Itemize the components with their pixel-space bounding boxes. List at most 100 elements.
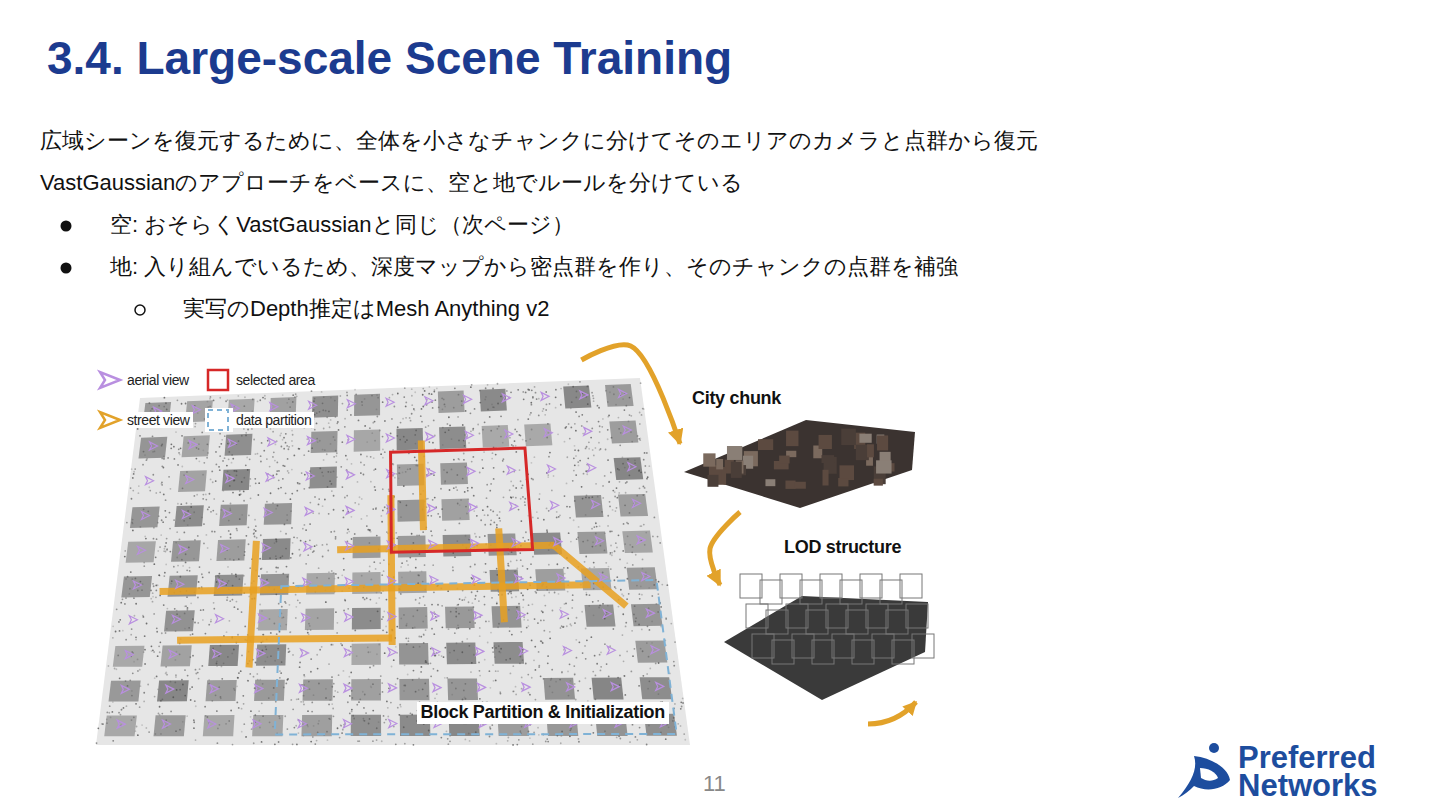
point <box>163 494 165 496</box>
point <box>364 425 366 427</box>
point <box>534 618 536 620</box>
point <box>488 670 490 672</box>
point <box>489 687 491 689</box>
point <box>164 572 166 574</box>
point <box>114 668 116 670</box>
point <box>302 701 304 703</box>
point <box>593 397 595 399</box>
point <box>570 541 572 543</box>
point <box>430 662 432 664</box>
point <box>161 713 163 715</box>
point <box>249 485 251 487</box>
point <box>284 601 286 603</box>
point <box>473 495 475 497</box>
point <box>291 440 293 442</box>
point <box>237 677 239 679</box>
point <box>457 416 459 418</box>
point <box>286 566 288 568</box>
point <box>165 632 167 634</box>
point <box>642 408 644 410</box>
point <box>385 626 387 628</box>
point <box>166 538 168 540</box>
point <box>286 679 288 681</box>
point <box>321 391 323 393</box>
point <box>582 652 584 654</box>
point <box>546 529 548 531</box>
point <box>411 395 413 397</box>
point <box>681 706 683 708</box>
point <box>549 637 551 639</box>
point <box>490 524 492 526</box>
point <box>126 522 128 524</box>
point <box>586 446 588 448</box>
point <box>574 445 576 447</box>
point <box>342 729 344 731</box>
point <box>608 566 610 568</box>
point <box>358 419 360 421</box>
point <box>208 624 210 626</box>
logo-dot <box>1209 743 1219 753</box>
point <box>369 529 371 531</box>
point <box>491 724 493 726</box>
point <box>152 596 154 598</box>
point <box>491 458 493 460</box>
point <box>626 598 628 600</box>
point <box>124 550 126 552</box>
point <box>132 672 134 674</box>
point <box>325 601 327 603</box>
point <box>452 570 454 572</box>
point <box>567 567 569 569</box>
point <box>135 703 137 705</box>
point <box>390 433 392 435</box>
point <box>316 544 318 546</box>
point <box>291 469 293 471</box>
point <box>512 665 514 667</box>
point <box>578 738 580 740</box>
point <box>165 499 167 501</box>
point <box>554 592 556 594</box>
point <box>373 457 375 459</box>
point <box>425 629 427 631</box>
point <box>623 660 625 662</box>
point <box>446 730 448 732</box>
point <box>150 598 152 600</box>
point <box>147 684 149 686</box>
point <box>452 566 454 568</box>
point <box>343 670 345 672</box>
point <box>428 441 430 443</box>
point <box>135 639 137 641</box>
point <box>586 421 588 423</box>
point <box>611 554 613 556</box>
point <box>680 701 682 703</box>
point <box>292 743 294 745</box>
point <box>660 606 662 608</box>
point <box>283 437 285 439</box>
point <box>272 456 274 458</box>
point <box>547 662 549 664</box>
point <box>351 538 353 540</box>
point <box>263 450 265 452</box>
point <box>155 585 157 587</box>
point <box>507 565 509 567</box>
point <box>366 455 368 457</box>
point <box>232 599 234 601</box>
point <box>489 490 491 492</box>
point <box>462 424 464 426</box>
point <box>585 658 587 660</box>
point <box>299 661 301 663</box>
point <box>490 483 492 485</box>
point <box>369 599 371 601</box>
point <box>159 641 161 643</box>
point <box>166 674 168 676</box>
point <box>503 496 505 498</box>
point <box>521 487 523 489</box>
point <box>366 515 368 517</box>
point <box>527 418 529 420</box>
point <box>370 481 372 483</box>
point <box>161 465 163 467</box>
point <box>375 468 377 470</box>
point <box>658 581 660 583</box>
point <box>298 732 300 734</box>
point <box>202 498 204 500</box>
